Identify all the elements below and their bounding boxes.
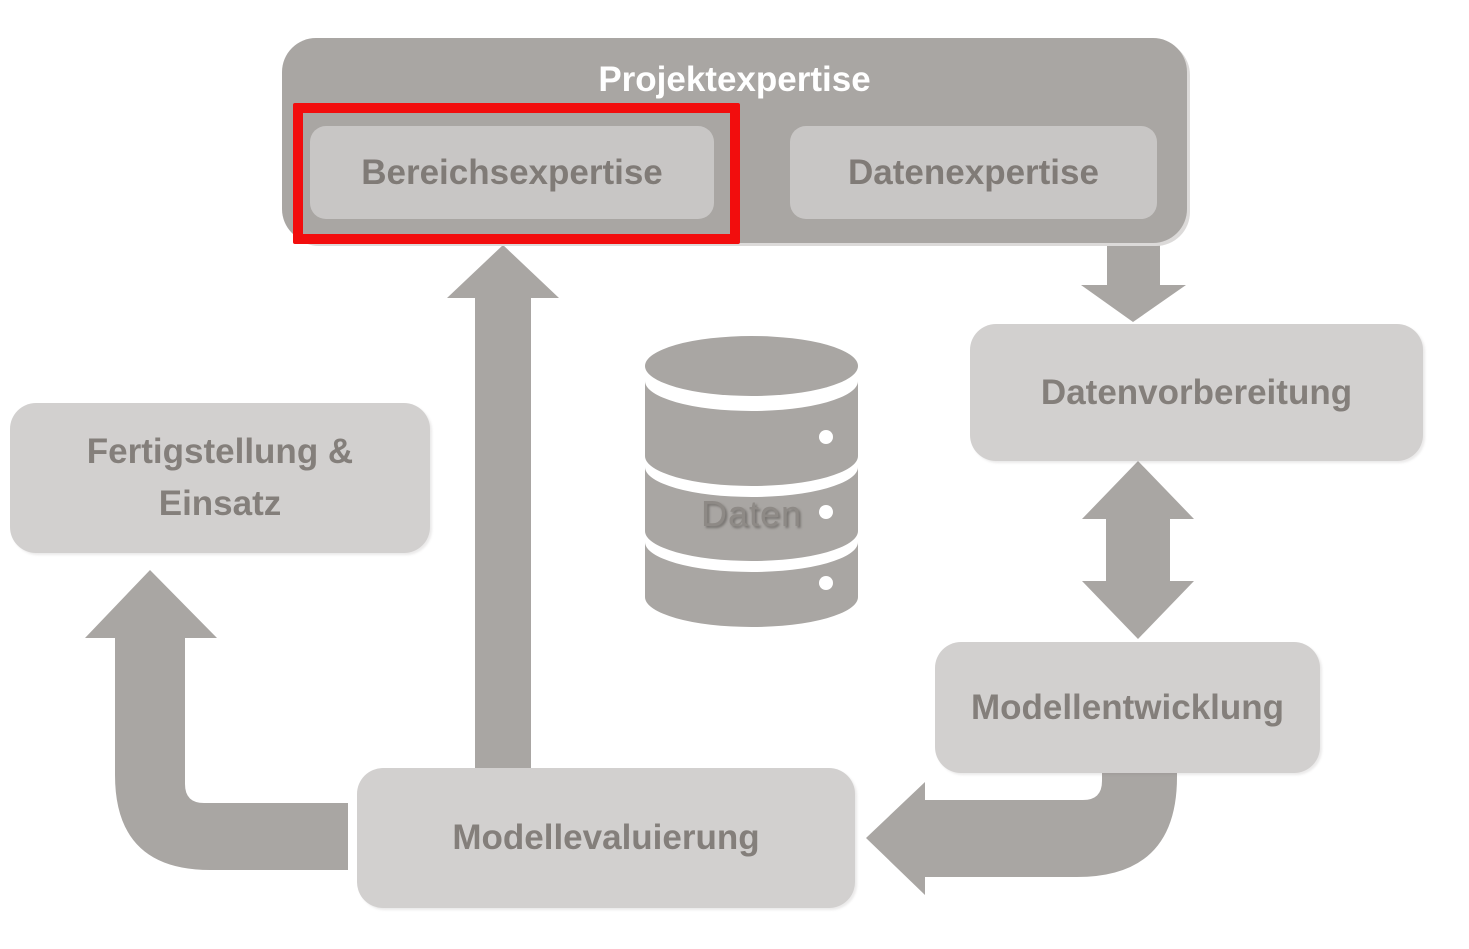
arrow-elbow-to-modellevaluierung (866, 771, 1177, 895)
arrow-up-to-bereichsexpertise (447, 245, 559, 770)
datenvorbereitung-box[interactable]: Datenvorbereitung (970, 324, 1423, 461)
projektexpertise-title: Projektexpertise (598, 60, 871, 99)
fertigstellung-einsatz-label: Fertigstellung & Einsatz (87, 426, 353, 530)
fertigstellung-line2: Einsatz (158, 484, 282, 523)
fertigstellung-line1: Fertigstellung & (86, 432, 354, 471)
arrow-elbow-to-fertigstellung (85, 570, 348, 870)
modellentwicklung-label: Modellentwicklung (970, 687, 1285, 727)
modellevaluierung-label: Modellevaluierung (452, 818, 760, 857)
arrow-down-to-datenvorbereitung (1081, 243, 1186, 322)
database-icon (645, 336, 858, 628)
red-highlight-rectangle (293, 103, 740, 244)
modellevaluierung-box[interactable]: Modellevaluierung (357, 768, 855, 908)
datenexpertise-box[interactable]: Datenexpertise (790, 126, 1157, 219)
fertigstellung-einsatz-box[interactable]: Fertigstellung & Einsatz (10, 403, 430, 553)
daten-label: Daten (700, 493, 803, 534)
datenexpertise-label: Datenexpertise (848, 152, 1099, 192)
modellentwicklung-box[interactable]: Modellentwicklung (935, 642, 1320, 773)
arrow-bidirectional-vertical (1082, 461, 1194, 639)
bereichsexpertise-label: Bereichsexpertise (361, 152, 663, 192)
datenvorbereitung-label: Datenvorbereitung (1040, 372, 1353, 412)
bereichsexpertise-box[interactable]: Bereichsexpertise (310, 126, 714, 219)
